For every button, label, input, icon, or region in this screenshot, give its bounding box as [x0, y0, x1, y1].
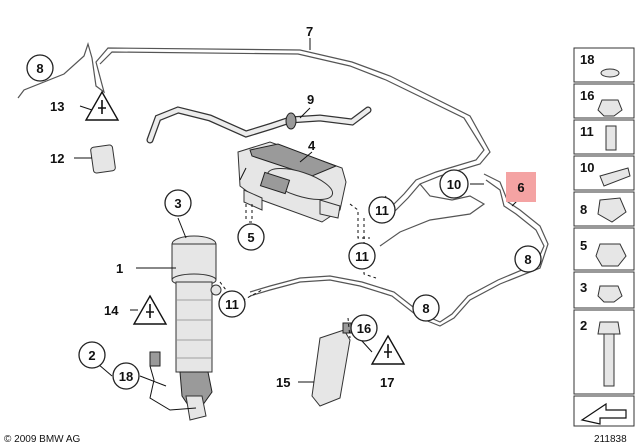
svg-text:14: 14: [104, 303, 119, 318]
svg-text:7: 7: [306, 24, 313, 39]
panel-item-8[interactable]: 8: [573, 191, 635, 227]
sensor-cable-2: [149, 365, 197, 411]
svg-text:2: 2: [88, 348, 95, 363]
callout-3[interactable]: 3: [164, 189, 192, 217]
air-line-8: [249, 173, 549, 327]
panel-item-5[interactable]: 5: [573, 227, 635, 271]
warning-triangle-14-icon: [132, 294, 168, 325]
svg-text:15: 15: [276, 375, 290, 390]
svg-text:10: 10: [580, 160, 594, 175]
callout-8-top[interactable]: 8: [26, 54, 54, 82]
svg-text:3: 3: [580, 280, 587, 295]
callout-17[interactable]: 17: [380, 375, 394, 390]
svg-text:9: 9: [307, 92, 314, 107]
part-12: [90, 144, 116, 174]
svg-text:10: 10: [447, 177, 461, 192]
callout-6-highlight[interactable]: 6: [506, 172, 536, 202]
callout-2[interactable]: 2: [78, 341, 106, 369]
arrow-icon: [580, 402, 627, 425]
warning-triangle-13-icon: [84, 90, 120, 121]
air-line-8-inner: [249, 179, 545, 323]
air-line-8-branch: [379, 183, 486, 247]
svg-text:17: 17: [380, 375, 394, 390]
svg-text:11: 11: [225, 297, 239, 312]
svg-text:12: 12: [50, 151, 64, 166]
hose-clip-9: [285, 112, 297, 130]
svg-text:13: 13: [50, 99, 64, 114]
callout-15[interactable]: 15: [276, 375, 290, 390]
panel-item-11[interactable]: 11: [573, 119, 635, 155]
callout-18[interactable]: 18: [112, 362, 140, 390]
panel-item-3[interactable]: 3: [573, 271, 635, 309]
svg-text:18: 18: [119, 369, 133, 384]
panel-item-18[interactable]: 18: [573, 47, 635, 83]
svg-text:3: 3: [174, 196, 181, 211]
panel-item-10[interactable]: 10: [573, 155, 635, 191]
air-line-7: [17, 41, 491, 219]
callout-8-right[interactable]: 8: [514, 245, 542, 273]
svg-text:8: 8: [580, 202, 587, 217]
svg-text:11: 11: [580, 124, 594, 139]
warning-triangle-17-icon: [370, 334, 406, 365]
part-15: [311, 329, 351, 407]
callout-1[interactable]: 1: [116, 261, 123, 276]
svg-text:5: 5: [580, 238, 587, 253]
flange-nut-icon: [597, 285, 623, 303]
compressor-unit-4: [237, 141, 347, 223]
callout-5[interactable]: 5: [237, 223, 265, 251]
svg-text:11: 11: [375, 203, 389, 218]
panel-item-2[interactable]: 2: [573, 309, 635, 395]
push-fitting-icon: [605, 125, 617, 151]
fasteners-panel: 18 16 11 10 8 5 3: [573, 47, 635, 427]
callout-9[interactable]: 9: [307, 92, 314, 107]
svg-text:5: 5: [247, 230, 254, 245]
svg-text:11: 11: [355, 249, 369, 264]
callout-11-b[interactable]: 11: [348, 242, 376, 270]
svg-text:16: 16: [580, 88, 594, 103]
hose-clip-icon: [599, 167, 631, 187]
svg-text:2: 2: [580, 318, 587, 333]
bolt-icon: [597, 321, 621, 387]
callout-4[interactable]: 4: [308, 138, 316, 153]
air-line-7-inner: [99, 51, 485, 215]
svg-text:6: 6: [517, 180, 524, 195]
svg-text:4: 4: [308, 138, 316, 153]
callout-11-a[interactable]: 11: [368, 196, 396, 224]
washer-icon: [600, 68, 620, 78]
rubber-mount-icon: [597, 197, 627, 223]
air-strut-1: [171, 235, 222, 421]
callout-8-bottom[interactable]: 8: [412, 294, 440, 322]
callout-13[interactable]: 13: [50, 99, 64, 114]
vent-hose-9-core: [147, 107, 371, 143]
callout-14[interactable]: 14: [104, 303, 119, 318]
svg-text:1: 1: [116, 261, 123, 276]
callout-10[interactable]: 10: [439, 169, 469, 199]
diagram-number: 211838: [594, 434, 627, 445]
hex-nut-icon: [597, 99, 623, 117]
svg-text:18: 18: [580, 52, 594, 67]
svg-text:8: 8: [36, 61, 43, 76]
panel-arrow-box: [573, 395, 635, 427]
highlight-box: [506, 172, 536, 202]
collar-nut-icon: [595, 243, 627, 267]
svg-text:16: 16: [357, 321, 371, 336]
copyright-text: © 2009 BMW AG: [4, 434, 81, 445]
vent-hose-9: [146, 106, 372, 144]
callout-7[interactable]: 7: [306, 24, 313, 39]
panel-item-16[interactable]: 16: [573, 83, 635, 119]
callout-12[interactable]: 12: [50, 151, 64, 166]
callout-11-c[interactable]: 11: [218, 290, 246, 318]
svg-text:8: 8: [524, 252, 531, 267]
sensor-2: [149, 351, 161, 367]
svg-text:8: 8: [422, 301, 429, 316]
callout-16[interactable]: 16: [350, 314, 378, 342]
